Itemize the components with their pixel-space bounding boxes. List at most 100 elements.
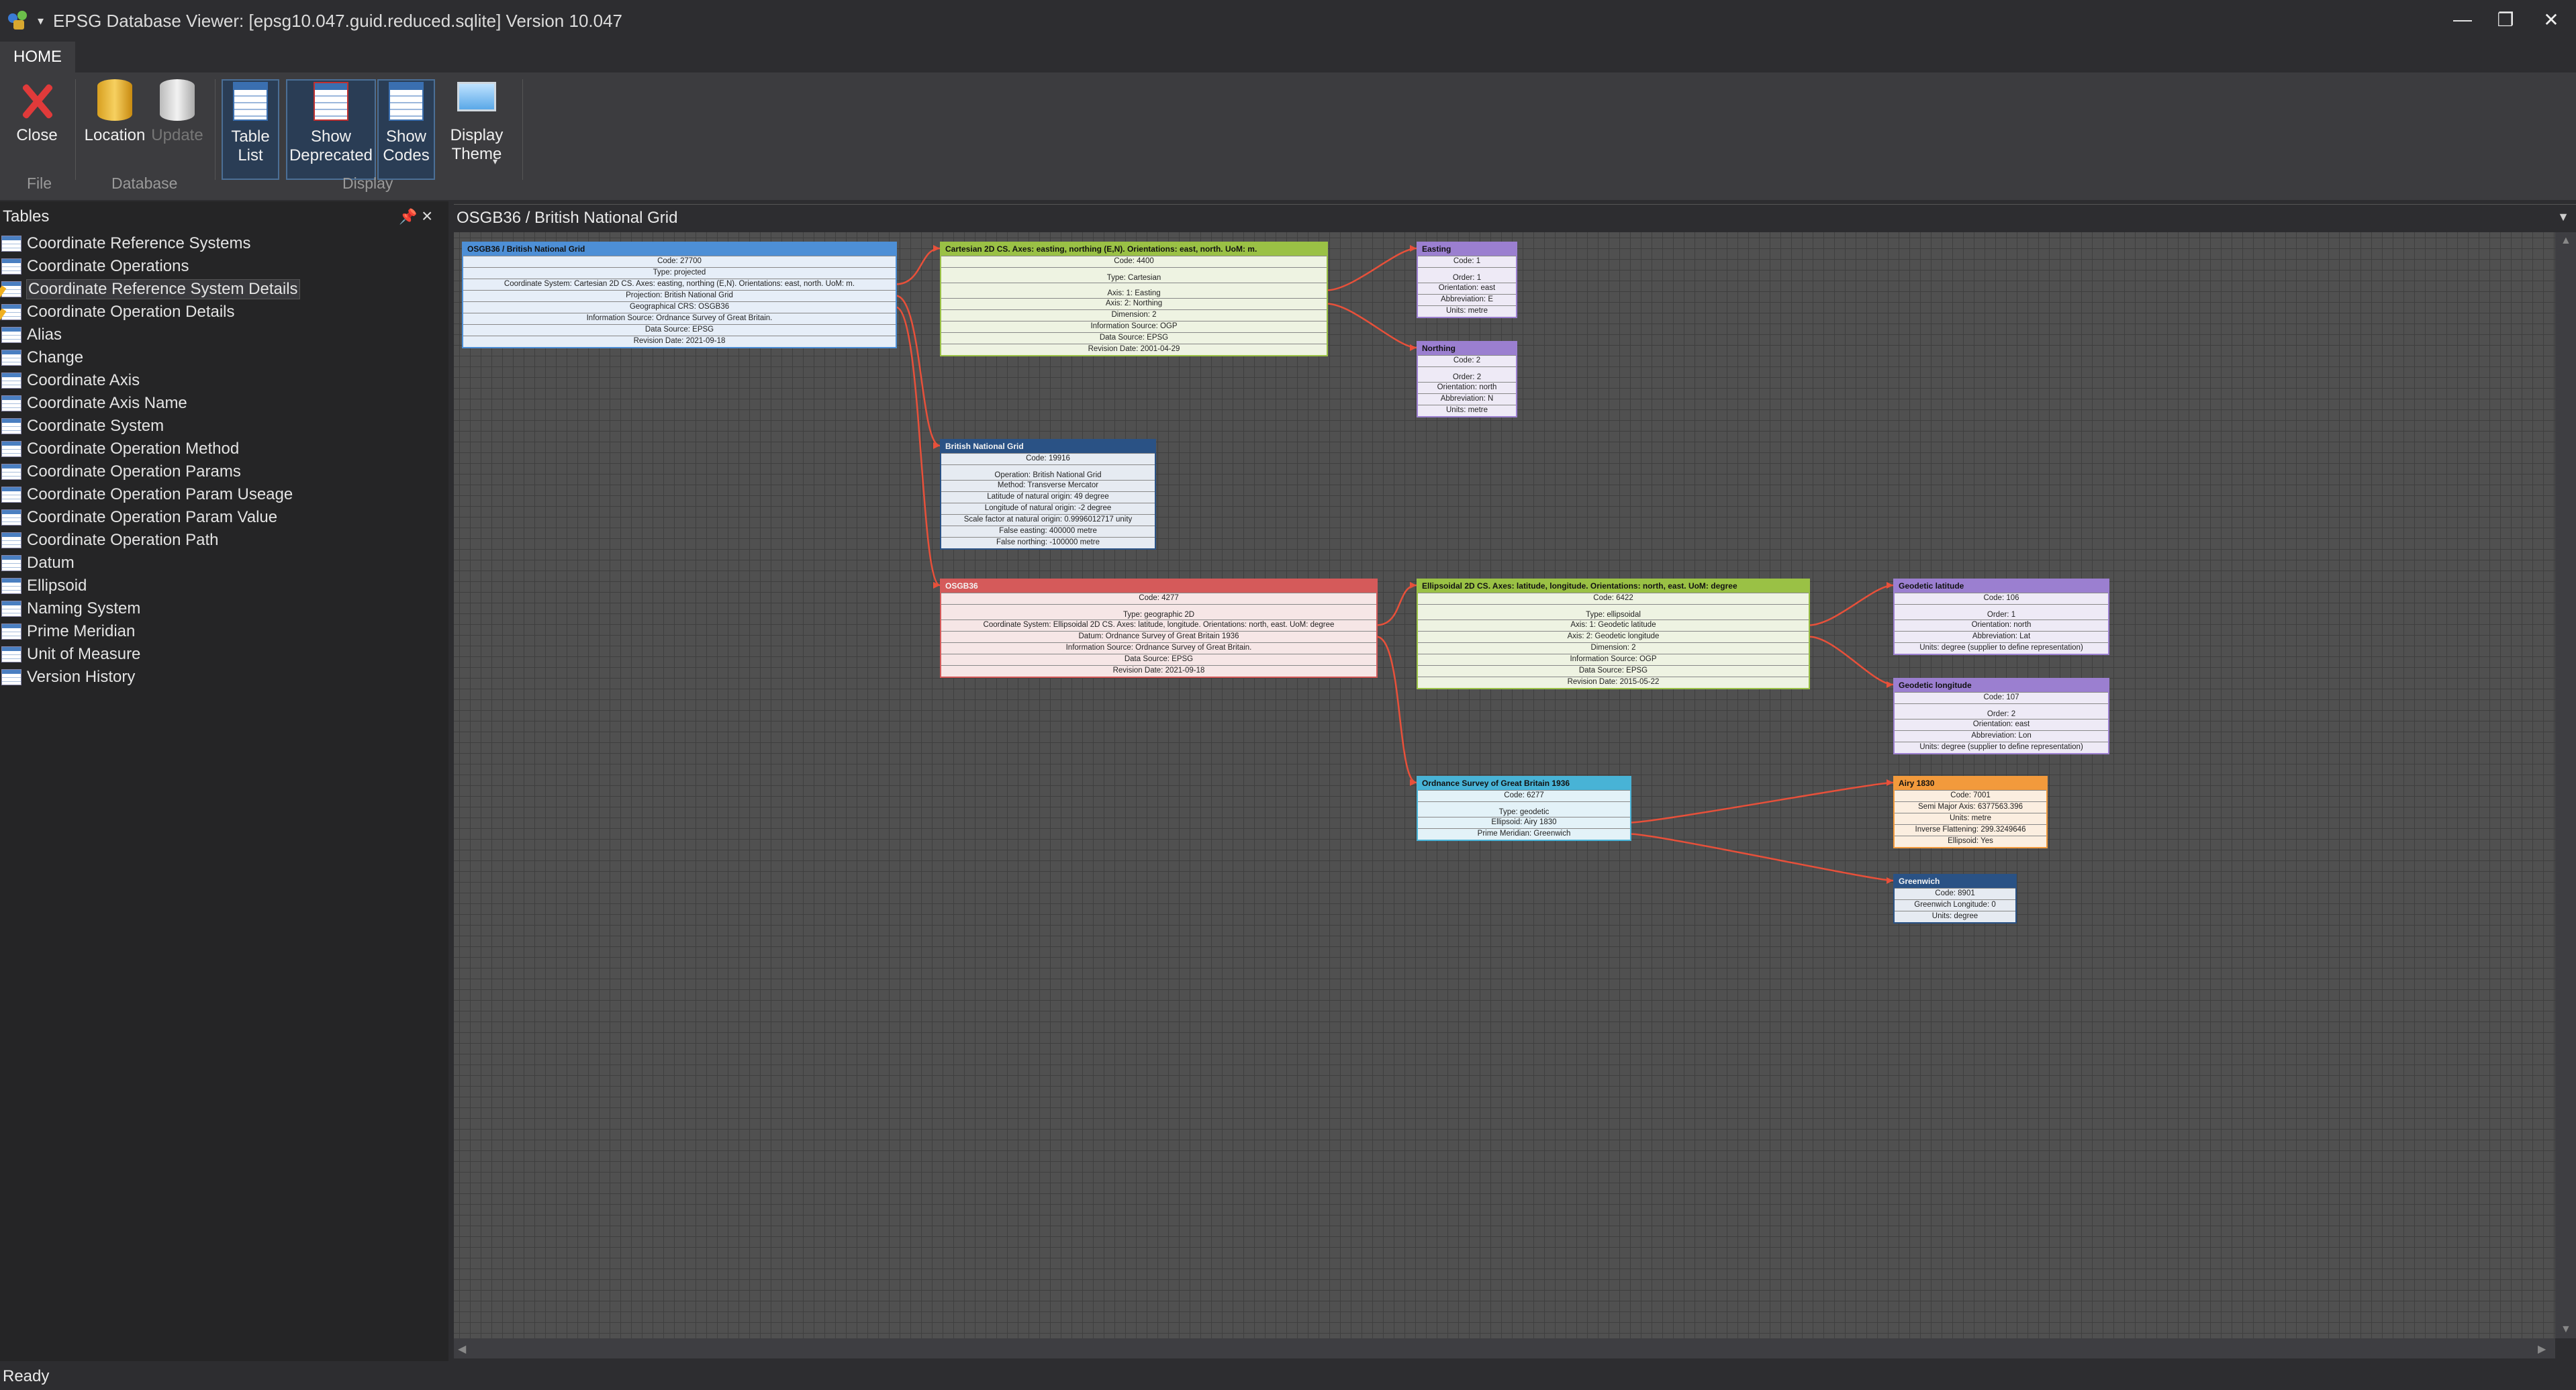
scroll-up-icon[interactable]: ▲ [2561, 235, 2571, 246]
display-theme-dropdown-icon[interactable]: ▾ [493, 156, 498, 166]
close-button-label: Close [16, 126, 58, 144]
scroll-left-icon[interactable]: ◀ [458, 1344, 467, 1355]
entity-box-row: Type: geographic 2D [941, 604, 1376, 619]
update-button[interactable]: Update [149, 79, 205, 180]
table-icon [1, 441, 21, 457]
panel-close-icon[interactable]: × [422, 205, 433, 226]
entity-box-row: Code: 8901 [1895, 888, 2015, 899]
table-list-item[interactable]: Coordinate Reference System Details [0, 278, 448, 301]
quick-access-dropdown-icon[interactable]: ▾ [38, 13, 44, 28]
entity-box-row: Code: 4400 [941, 256, 1327, 267]
show-deprecated-button[interactable]: Show Deprecated [286, 79, 376, 180]
display-theme-button[interactable]: Display Theme [442, 79, 512, 180]
table-icon [1, 578, 21, 594]
relationship-link [1629, 781, 1894, 824]
table-list-item[interactable]: Naming System [0, 597, 448, 620]
ribbon-separator [75, 79, 76, 180]
entity-box-row: Information Source: OGP [1418, 654, 1809, 665]
app-icon[interactable] [7, 9, 30, 32]
entity-box-row: Revision Date: 2001-04-29 [941, 344, 1327, 355]
relationship-link [1326, 303, 1417, 349]
table-list-item[interactable]: Coordinate Operations [0, 255, 448, 278]
table-icon [1, 373, 21, 389]
entity-box-row: Data Source: EPSG [941, 332, 1327, 344]
entity-box-row: Code: 4277 [941, 593, 1376, 604]
entity-box-row: Orientation: east [1895, 719, 2108, 730]
show-codes-button[interactable]: Show Codes [377, 79, 435, 180]
entity-box-row: Axis: 1: Geodetic latitude [1418, 619, 1809, 631]
table-list-item-label: Ellipsoid [27, 577, 87, 595]
table-list-item[interactable]: Coordinate Reference Systems [0, 232, 448, 255]
table-list-item[interactable]: Coordinate Operation Path [0, 529, 448, 552]
entity-box-row: Units: degree (supplier to define repres… [1895, 742, 2108, 753]
document-tab[interactable]: OSGB36 / British National Grid ▼ [454, 204, 2576, 234]
table-list-item[interactable]: Coordinate Operation Params [0, 460, 448, 483]
table-list-item[interactable]: Coordinate Operation Method [0, 438, 448, 460]
table-list-item-label: Coordinate Operation Method [27, 440, 240, 458]
table-list-item-label: Coordinate Operations [27, 257, 189, 275]
panel-splitter[interactable] [448, 201, 454, 1361]
table-list-item[interactable]: Coordinate Axis Name [0, 392, 448, 415]
horizontal-scrollbar[interactable]: ◀ ▶ [454, 1338, 2555, 1358]
table-list-button[interactable]: Table List [222, 79, 279, 180]
entity-box-row: Revision Date: 2021-09-18 [463, 336, 896, 347]
entity-box-row: Code: 6422 [1418, 593, 1809, 604]
entity-box-row: Geographical CRS: OSGB36 [463, 301, 896, 313]
relationship-link [1326, 247, 1417, 291]
table-list-item[interactable]: Version History [0, 666, 448, 689]
entity-box-row: Units: metre [1895, 813, 2046, 824]
entity-box-row: Code: 6277 [1418, 790, 1630, 801]
document-menu-dropdown-icon[interactable]: ▼ [2557, 210, 2569, 224]
table-list-item[interactable]: Coordinate System [0, 415, 448, 438]
ribbon-separator [522, 79, 523, 180]
table-list-item[interactable]: Change [0, 346, 448, 369]
table-list-item-label: Alias [27, 326, 62, 344]
display-theme-label-2: Theme [451, 145, 502, 163]
entity-box-row: Code: 19916 [941, 453, 1155, 464]
entity-box[interactable]: Cartesian 2D CS. Axes: easting, northing… [940, 242, 1328, 356]
minimize-button[interactable]: — [2453, 9, 2472, 30]
relationship-link [895, 306, 941, 587]
scroll-down-icon[interactable]: ▼ [2561, 1324, 2571, 1335]
scroll-right-icon[interactable]: ▶ [2538, 1344, 2546, 1355]
table-list-item[interactable]: Coordinate Axis [0, 369, 448, 392]
table-list-item[interactable]: Coordinate Operation Param Value [0, 506, 448, 529]
restore-button[interactable]: ❐ [2497, 9, 2514, 30]
vertical-scrollbar[interactable]: ▲ ▼ [2555, 232, 2576, 1338]
entity-box-row: Semi Major Axis: 6377563.396 [1895, 801, 2046, 813]
entity-box-row: Axis: 2: Northing [941, 298, 1327, 309]
table-list-item[interactable]: Coordinate Operation Param Useage [0, 483, 448, 506]
table-list-item[interactable]: Datum [0, 552, 448, 575]
location-button[interactable]: Location [82, 79, 148, 180]
entity-box-row: Orientation: north [1895, 619, 2108, 631]
location-button-label: Location [84, 126, 146, 144]
table-list-item[interactable]: Ellipsoid [0, 575, 448, 597]
link-arrowhead [933, 245, 940, 252]
entity-box-title: OSGB36 [941, 580, 1376, 593]
show-deprecated-label-2: Deprecated [289, 146, 373, 164]
table-list-item[interactable]: Coordinate Operation Details [0, 301, 448, 324]
table-list-item[interactable]: Prime Meridian [0, 620, 448, 643]
tab-home[interactable]: HOME [0, 42, 75, 72]
pin-icon[interactable]: 📌 [399, 208, 418, 225]
close-window-button[interactable]: ✕ [2543, 9, 2559, 30]
close-button[interactable]: Close [9, 79, 64, 180]
relationship-link [1808, 584, 1894, 626]
entity-box[interactable]: Ellipsoidal 2D CS. Axes: latitude, longi… [1417, 579, 1810, 689]
table-list-item-label: Coordinate Axis [27, 371, 140, 389]
table-list-item[interactable]: Alias [0, 324, 448, 346]
table-list-item[interactable]: Unit of Measure [0, 643, 448, 666]
table-icon [1, 509, 21, 526]
